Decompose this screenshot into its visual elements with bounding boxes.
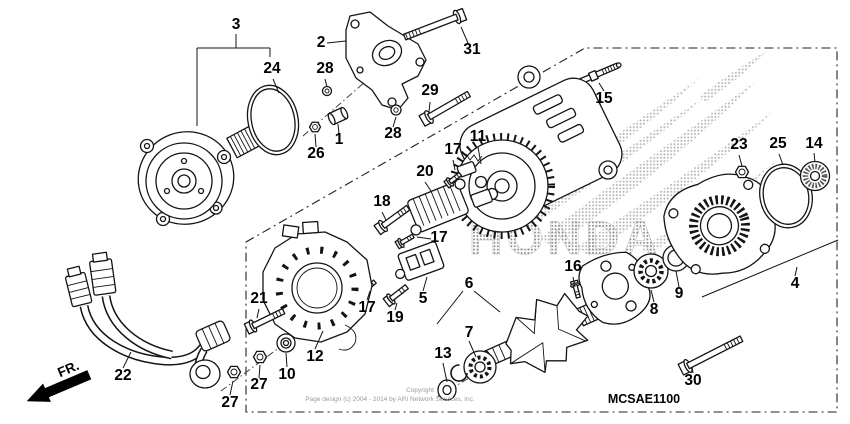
part-regulator-20 bbox=[407, 178, 469, 236]
part-bolt-18 bbox=[373, 204, 411, 236]
part-label-28b: 28 bbox=[384, 125, 402, 142]
part-label-16: 16 bbox=[564, 258, 582, 275]
part-seal-14 bbox=[799, 160, 831, 192]
part-label-1: 1 bbox=[335, 131, 344, 148]
part-label-29: 29 bbox=[421, 82, 439, 99]
part-label-19: 19 bbox=[386, 309, 404, 326]
part-screw-17b bbox=[394, 233, 415, 250]
part-label-17a: 17 bbox=[444, 141, 461, 158]
part-bolt-29 bbox=[418, 90, 471, 127]
part-label-10: 10 bbox=[278, 366, 295, 383]
part-label-20: 20 bbox=[416, 163, 433, 180]
part-label-17b: 17 bbox=[430, 229, 447, 246]
part-nut-27b bbox=[226, 365, 242, 379]
part-label-22: 22 bbox=[114, 367, 131, 384]
part-nut-23 bbox=[734, 165, 750, 179]
part-label-30: 30 bbox=[684, 372, 701, 389]
part-label-2: 2 bbox=[317, 34, 326, 51]
leader-lines bbox=[122, 26, 839, 396]
part-label-12: 12 bbox=[306, 348, 323, 365]
part-label-4: 4 bbox=[791, 275, 800, 292]
part-label-17c: 17 bbox=[358, 299, 375, 316]
part-label-25: 25 bbox=[769, 135, 787, 152]
part-bearing-8 bbox=[633, 253, 669, 289]
part-oring-24 bbox=[246, 84, 300, 156]
part-bolt-19 bbox=[382, 284, 409, 308]
part-bolt-21 bbox=[243, 307, 286, 335]
part-alternator-assembly bbox=[449, 65, 623, 239]
part-label-21: 21 bbox=[250, 290, 268, 307]
part-label-23: 23 bbox=[730, 136, 748, 153]
part-rear-bracket bbox=[663, 173, 776, 275]
part-insulator-10 bbox=[276, 333, 296, 353]
part-label-13: 13 bbox=[434, 345, 452, 362]
part-retainer-plate bbox=[578, 251, 651, 325]
part-number-labels: 1 2 3 4 5 6 7 8 9 10 11 12 13 14 15 16 1… bbox=[114, 16, 823, 411]
part-brush-holder-5 bbox=[395, 241, 445, 281]
part-label-27b: 27 bbox=[221, 394, 238, 411]
copyright-line-1: Copyright bbox=[406, 387, 434, 394]
part-label-5: 5 bbox=[419, 290, 428, 307]
part-label-28a: 28 bbox=[316, 60, 334, 77]
part-label-26: 26 bbox=[307, 145, 325, 162]
part-bushing-1 bbox=[327, 106, 349, 126]
part-label-8: 8 bbox=[650, 301, 659, 318]
part-bearing-7 bbox=[463, 350, 497, 384]
part-label-11: 11 bbox=[470, 128, 487, 145]
part-screw-17a bbox=[443, 171, 463, 189]
part-label-18: 18 bbox=[373, 193, 391, 210]
part-front-bracket bbox=[345, 11, 427, 111]
part-collar-28b bbox=[390, 104, 402, 116]
part-oring-25 bbox=[759, 163, 813, 229]
copyright-line-2: Page design (c) 2004 - 2014 by ARI Netwo… bbox=[305, 396, 475, 403]
part-label-15: 15 bbox=[595, 90, 613, 107]
part-nut-26 bbox=[308, 121, 322, 133]
part-washer-13 bbox=[437, 364, 468, 401]
part-label-31: 31 bbox=[463, 41, 481, 58]
part-wire-harness bbox=[64, 251, 231, 389]
part-bolt-30 bbox=[677, 335, 744, 376]
part-label-27a: 27 bbox=[250, 376, 267, 393]
diagram-code: MCSAE1100 bbox=[608, 392, 680, 406]
part-stator-12 bbox=[262, 220, 373, 351]
part-collar-28a bbox=[321, 85, 333, 97]
part-label-24: 24 bbox=[263, 60, 281, 77]
part-bolt-31 bbox=[402, 7, 468, 41]
part-label-9: 9 bbox=[675, 285, 684, 302]
part-label-14: 14 bbox=[805, 135, 823, 152]
fr-direction-arrow: FR. bbox=[26, 358, 92, 402]
part-label-6: 6 bbox=[465, 275, 474, 292]
part-label-7: 7 bbox=[465, 324, 474, 341]
part-label-3: 3 bbox=[232, 16, 241, 33]
part-nut-27a bbox=[252, 350, 268, 364]
